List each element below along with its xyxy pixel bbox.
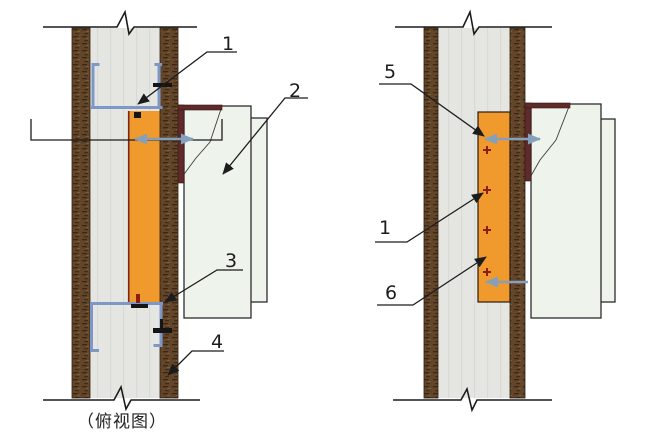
fastener-stem-bottom-icon [160, 319, 163, 328]
left-steel-angle-vertical [177, 104, 185, 184]
break-line-top-right [395, 9, 552, 37]
callout-label-1: 1 [222, 33, 234, 55]
leader-callout-6 [377, 256, 487, 306]
leader-callout-1 [137, 51, 237, 105]
view-caption: （俯视图） [77, 412, 167, 432]
left-cladding-panel [183, 105, 252, 319]
left-steel-angle-horizontal [177, 104, 223, 111]
callout-label-4: 4 [211, 331, 223, 353]
adhesive-plus-marks-icon [483, 146, 491, 276]
callout-label-5: 5 [384, 61, 396, 83]
leader-callout-1-right [375, 192, 484, 243]
fastener-bar-mid-icon [131, 304, 148, 308]
callout-label-6: 6 [385, 282, 397, 304]
right-insulation-strip [477, 111, 511, 303]
leader-callout-4 [167, 350, 224, 376]
left-view: 1 2 3 4 （俯视图） [30, 9, 308, 432]
left-panel-cut-line [178, 105, 223, 182]
left-outer-brick-leaf [71, 27, 91, 399]
break-line-top-left [43, 9, 197, 37]
right-inner-brick-leaf [509, 27, 526, 399]
break-line-bottom-left [43, 384, 200, 412]
right-outer-brick-leaf [423, 27, 439, 399]
break-line-bottom-right [393, 386, 552, 413]
callout-label-2: 2 [289, 80, 301, 102]
right-cladding-panel [530, 103, 602, 319]
fastener-bar-bottom-icon [153, 328, 172, 333]
leader-callout-2 [222, 97, 308, 175]
callout-label-1-right: 1 [379, 217, 391, 239]
right-steel-angle-horizontal [524, 102, 571, 109]
fastener-head-top-icon [134, 112, 141, 118]
callout-label-3: 3 [225, 250, 237, 272]
left-inner-brick-leaf [159, 27, 179, 399]
leader-callout-3 [164, 269, 243, 303]
leader-callout-5 [379, 83, 485, 137]
right-view: 5 1 6 [375, 9, 616, 413]
anchor-tick-icon [136, 294, 140, 303]
section-bracket [30, 119, 223, 141]
right-panel-cut-line [527, 103, 571, 182]
right-steel-angle-vertical [524, 102, 532, 182]
